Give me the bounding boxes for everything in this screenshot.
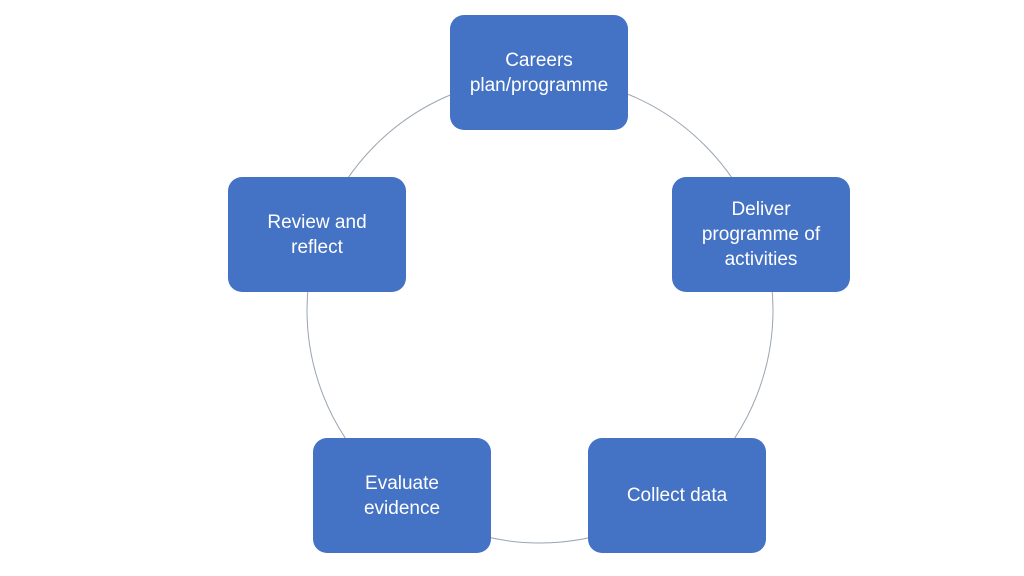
step-collect-data: Collect data xyxy=(588,438,766,553)
step-label: Collect data xyxy=(626,485,728,506)
step-careers-plan: Careers plan/programme xyxy=(450,15,628,130)
step-label: Evaluate evidence xyxy=(363,472,441,519)
step-deliver-programme: Deliver programme of activities xyxy=(672,177,850,292)
step-evaluate-evidence: Evaluate evidence xyxy=(313,438,491,553)
step-review-reflect: Review and reflect xyxy=(228,177,406,292)
step-label: Careers plan/programme xyxy=(469,49,609,96)
step-label: Deliver programme of activities xyxy=(701,199,821,270)
step-label: Review and reflect xyxy=(267,211,367,258)
